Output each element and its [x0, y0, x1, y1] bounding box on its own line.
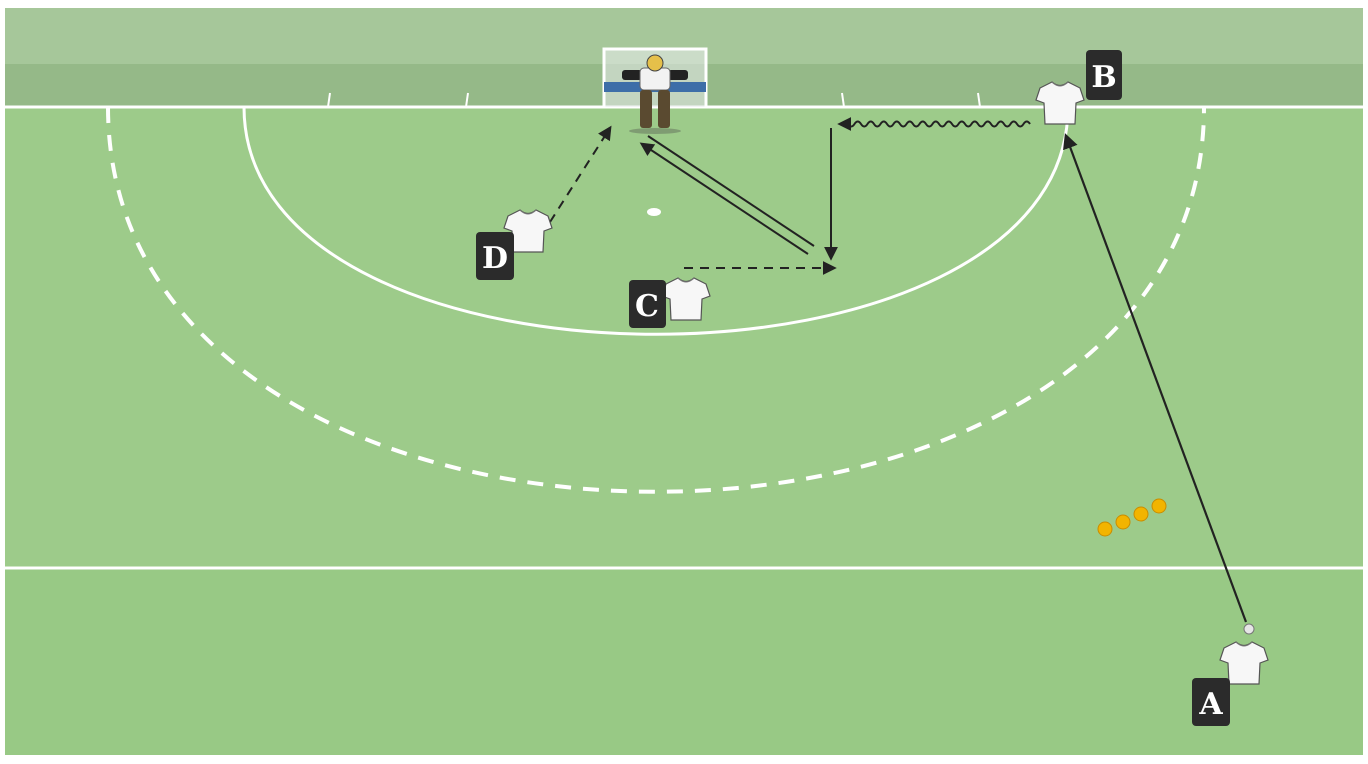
pitch-stripe: [5, 568, 1363, 755]
run-d: [549, 125, 612, 223]
backline-ticks: [327, 92, 981, 108]
player-b: B: [1035, 50, 1122, 125]
shooting-circle: [242, 106, 1070, 336]
shot-on-goal: [639, 135, 815, 255]
penalty-spot: [647, 208, 661, 216]
player-a-label: A: [1198, 687, 1223, 722]
player-c: C: [629, 277, 711, 328]
training-cones: [1097, 498, 1167, 537]
dashed-5m-circle: [106, 106, 1206, 494]
player-d-label: D: [482, 241, 508, 276]
player-b-label: B: [1091, 60, 1116, 95]
player-a: A: [1192, 641, 1269, 726]
goalkeeper-figure: [622, 54, 688, 134]
player-c-label: C: [635, 289, 659, 324]
player-d: D: [476, 209, 553, 280]
hockey-ball: [1243, 623, 1255, 635]
dribble-b: [837, 117, 1031, 131]
pass-a-to-b: [1063, 133, 1248, 623]
